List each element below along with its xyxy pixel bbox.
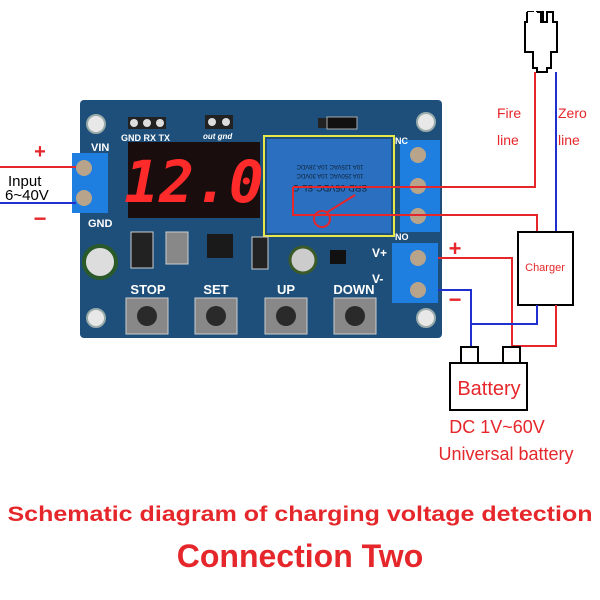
vminus-label: V-: [372, 272, 383, 286]
fire-line-label-1: Fire: [497, 105, 521, 121]
charger-label: Charger: [525, 262, 565, 274]
relay-wires: [292, 72, 538, 232]
button-down[interactable]: DOWN: [333, 282, 377, 335]
vplus-label: V+: [372, 246, 387, 260]
button-set[interactable]: SET: [194, 282, 238, 335]
zero-line-label-2: line: [558, 132, 580, 148]
nc-screw[interactable]: [410, 147, 426, 163]
vminus-screw[interactable]: [410, 282, 426, 298]
input-range: 6~40V: [5, 187, 49, 204]
charger-positive-wire: [512, 305, 557, 347]
input-plus: +: [34, 141, 46, 163]
diagram-subtitle: Connection Two: [177, 538, 423, 574]
vplus-wire: [438, 257, 513, 347]
button-up-label: UP: [277, 282, 295, 297]
no-label: NO: [395, 232, 409, 242]
fire-line-label-2: line: [497, 132, 519, 148]
relay-rating-2: 10A 125VAC 10A 28VDC: [296, 163, 364, 169]
diagram-title: Schematic diagram of charging voltage de…: [8, 503, 593, 526]
out-label: out gnd: [203, 132, 233, 141]
nc-label: NC: [395, 136, 408, 146]
button-up[interactable]: UP: [264, 282, 308, 335]
battery-type: Universal battery: [438, 444, 573, 464]
display-value: 12.0: [124, 148, 264, 216]
led-display: [128, 142, 260, 218]
input-minus: −: [34, 206, 47, 231]
battery-label: Battery: [457, 378, 520, 400]
charger-box: [517, 231, 574, 306]
button-stop-label: STOP: [130, 282, 165, 297]
components: [82, 116, 358, 280]
charger-negative-wire: [471, 305, 538, 325]
zero-line-label-1: Zero: [558, 105, 587, 121]
vin-label: VIN: [91, 142, 109, 154]
button-down-label: DOWN: [333, 282, 374, 297]
battery: [449, 346, 528, 411]
battery-spec: DC 1V~60V: [449, 417, 545, 437]
gnd-screw[interactable]: [76, 190, 92, 206]
header-label: GND RX TX: [121, 133, 170, 143]
output-plus: +: [449, 236, 462, 261]
gnd-label: GND: [88, 218, 113, 230]
input-label: Input: [8, 173, 42, 190]
output-minus: −: [449, 287, 462, 312]
relay-rating-1: 10A 250VAC 10A 30VDC: [296, 172, 364, 178]
plug-icon: [524, 11, 558, 73]
vminus-wire: [438, 289, 472, 347]
button-set-label: SET: [203, 282, 228, 297]
input-terminal-block: [72, 153, 108, 213]
vplus-screw[interactable]: [410, 250, 426, 266]
mounting-holes: [86, 112, 436, 328]
button-stop[interactable]: STOP: [125, 282, 169, 335]
vin-screw[interactable]: [76, 160, 92, 176]
